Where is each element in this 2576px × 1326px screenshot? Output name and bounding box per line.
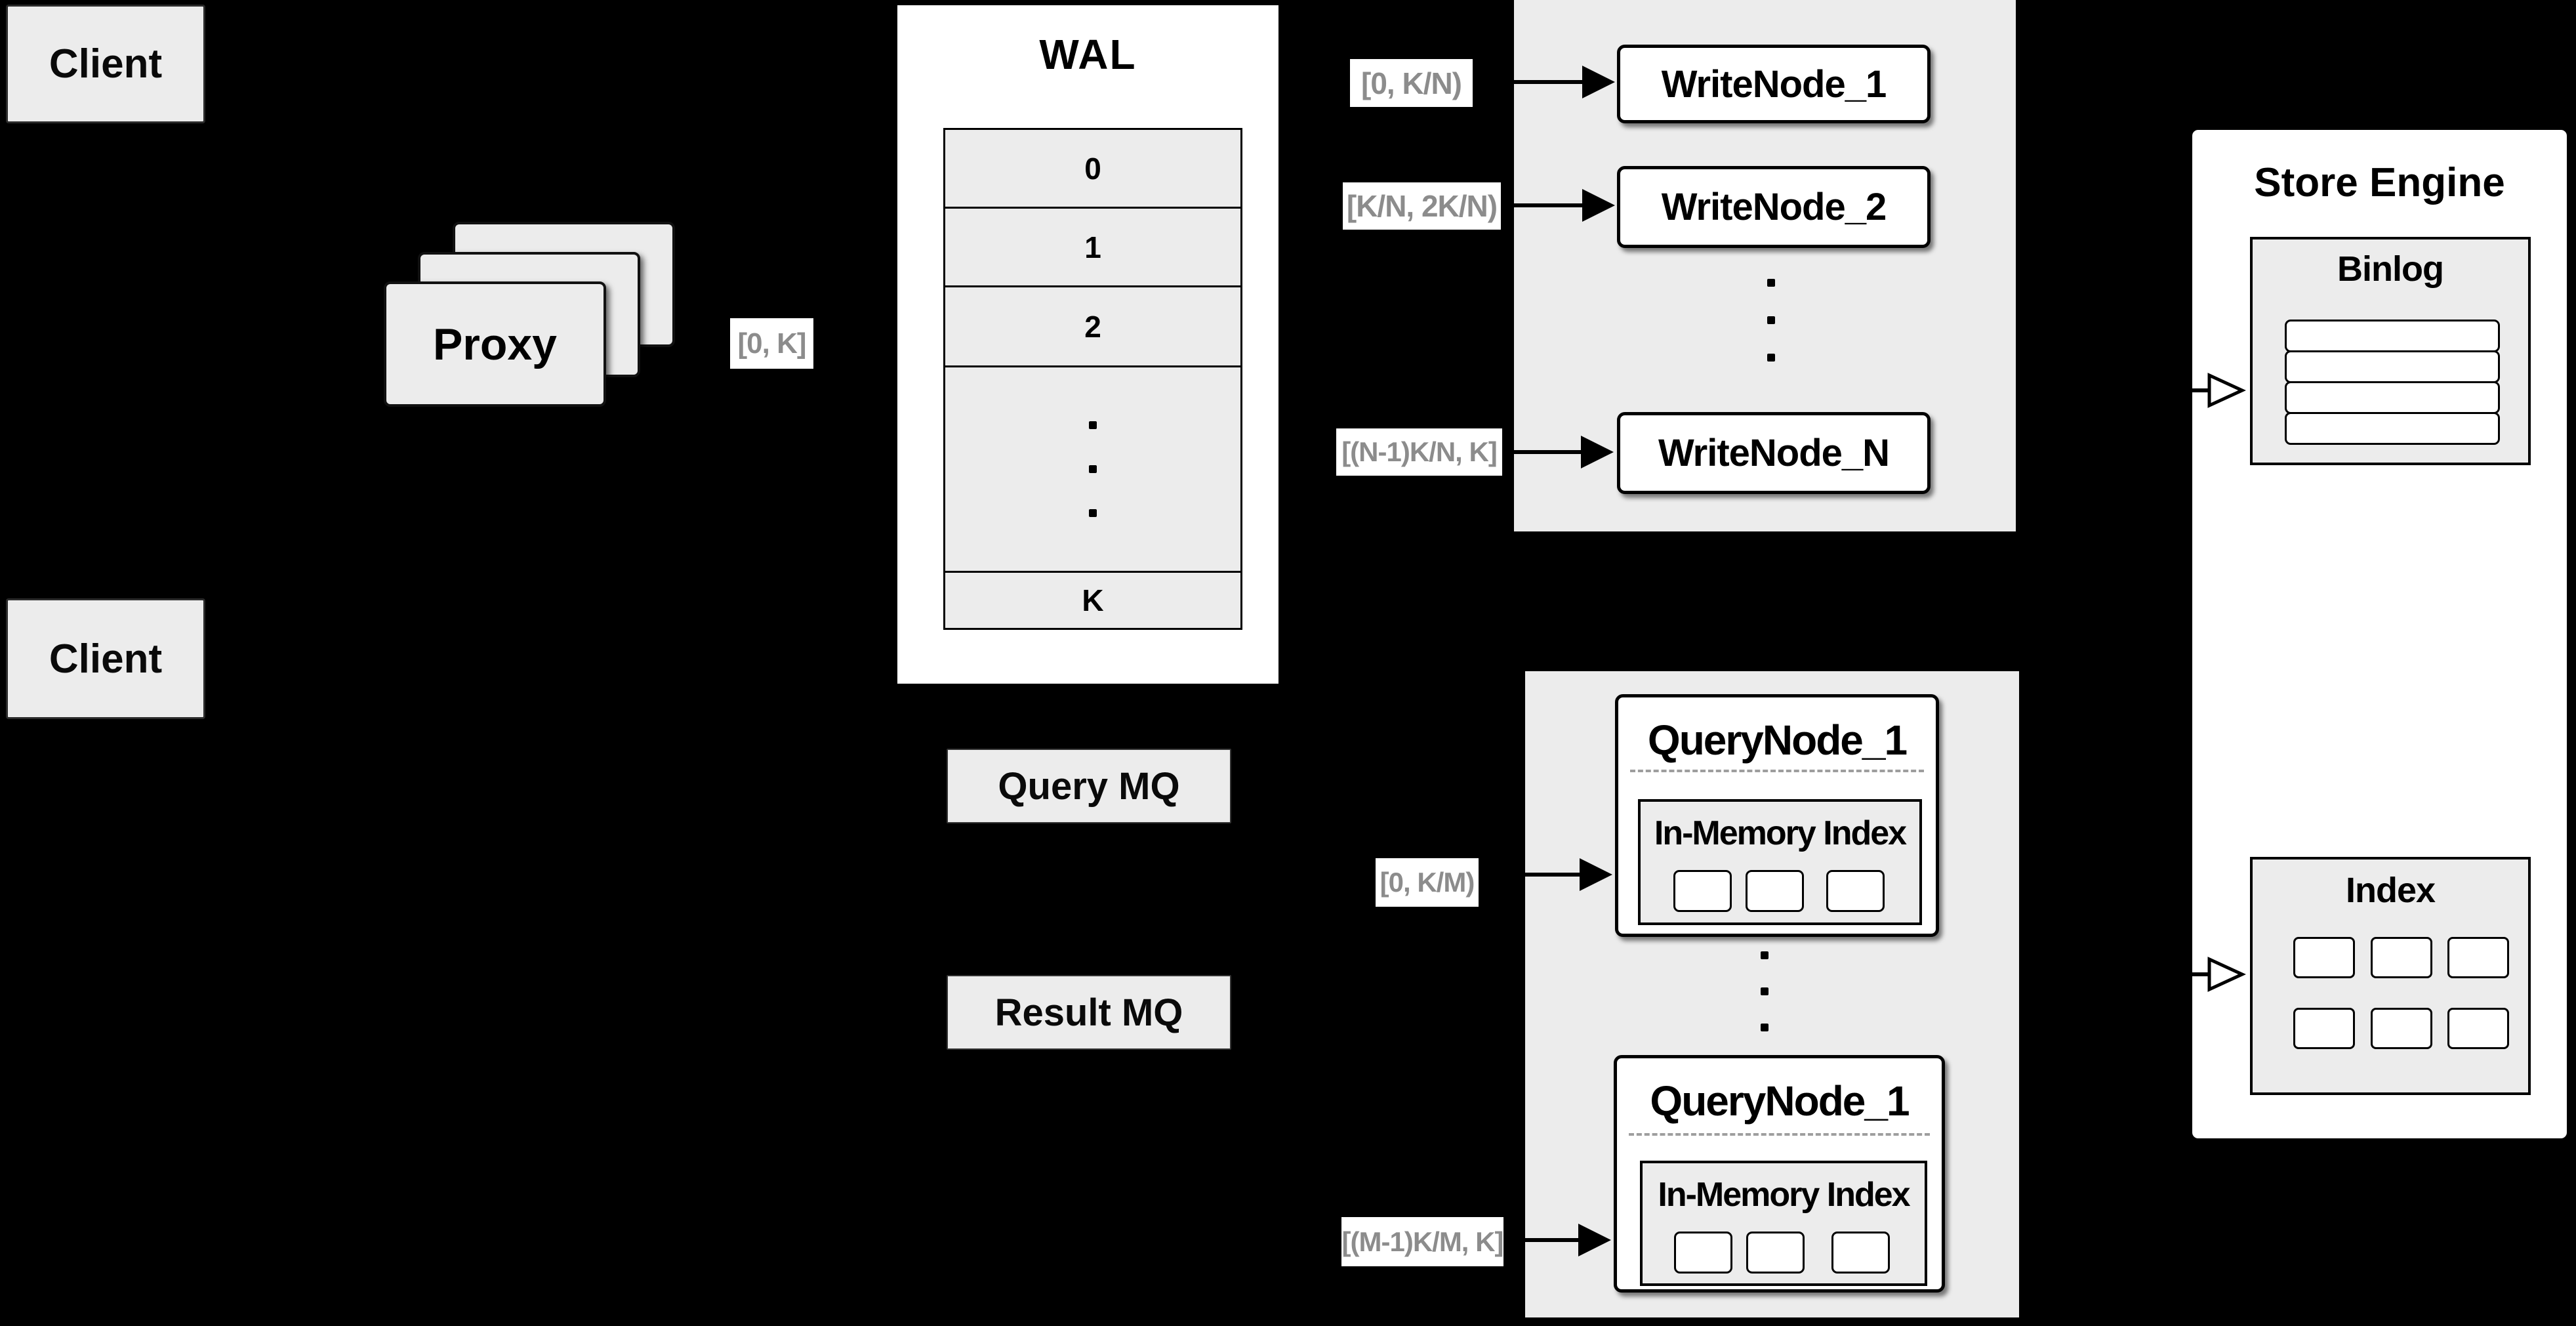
write-node-2: WriteNode_2 — [1617, 166, 1931, 248]
segment-cell — [1674, 1232, 1732, 1274]
wal-row-2: 2 — [945, 285, 1240, 365]
segment-cell — [1826, 870, 1885, 912]
proxy-label: Proxy — [433, 319, 557, 369]
segment-cell — [1673, 870, 1732, 912]
wal-row-2-label: 2 — [1084, 309, 1101, 344]
range-chip-proxy-wal: [0, K] — [730, 318, 813, 369]
wal-table: 0 1 2 K — [943, 128, 1242, 630]
wal-row-1: 1 — [945, 207, 1240, 285]
range-chip-queryM-text: [(M-1)K/M, K] — [1341, 1226, 1504, 1257]
index-title: Index — [2345, 871, 2436, 910]
range-chip-proxy-wal-text: [0, K] — [737, 327, 807, 360]
in-memory-index-top: In-Memory Index — [1638, 799, 1922, 925]
result-mq-label: Result MQ — [994, 991, 1183, 1034]
segment-cell — [1831, 1232, 1890, 1274]
write-node-1-label: WriteNode_1 — [1661, 62, 1887, 106]
binlog-row — [2285, 412, 2500, 445]
range-chip-writeN: [(N-1)K/N, K] — [1336, 428, 1502, 476]
ellipsis-dots-icon — [1089, 421, 1097, 517]
in-memory-index-bottom-title: In-Memory Index — [1658, 1176, 1910, 1214]
range-chip-query1-text: [0, K/M) — [1380, 867, 1475, 898]
binlog-box: Binlog — [2250, 237, 2531, 465]
query-mq-label: Query MQ — [998, 764, 1180, 808]
query-nodes-ellipsis-icon — [1761, 951, 1768, 1031]
index-cell — [2447, 937, 2509, 978]
wal-row-0: 0 — [945, 130, 1240, 207]
query-node-top-title: QueryNode_1 — [1647, 716, 1908, 764]
result-mq-box: Result MQ — [947, 975, 1231, 1050]
range-chip-write2: [K/N, 2K/N) — [1343, 182, 1501, 230]
wal-title: WAL — [1039, 31, 1137, 78]
wal-box: WAL 0 1 2 K — [895, 3, 1280, 686]
range-chip-writeN-text: [(N-1)K/N, K] — [1341, 436, 1498, 467]
wal-row-k: K — [945, 571, 1240, 628]
wal-row-1-label: 1 — [1084, 230, 1101, 264]
range-chip-query1: [0, K/M) — [1376, 858, 1479, 907]
binlog-title: Binlog — [2337, 249, 2444, 289]
index-cell — [2371, 1008, 2432, 1049]
client-box-bottom: Client — [6, 598, 205, 719]
write-node-2-label: WriteNode_2 — [1661, 186, 1887, 228]
proxy-box-front: Proxy — [384, 281, 606, 407]
write-node-n-label: WriteNode_N — [1658, 432, 1890, 474]
client-top-label: Client — [49, 41, 163, 87]
client-box-top: Client — [6, 5, 205, 123]
dashed-divider — [1630, 770, 1924, 772]
range-chip-write1: [0, K/N) — [1350, 59, 1473, 107]
wal-row-ellipsis — [945, 365, 1240, 571]
range-chip-write1-text: [0, K/N) — [1361, 66, 1462, 100]
binlog-row — [2285, 350, 2500, 383]
binlog-row — [2285, 381, 2500, 414]
client-bottom-label: Client — [49, 636, 163, 682]
dashed-divider — [1629, 1133, 1930, 1136]
in-memory-index-bottom: In-Memory Index — [1640, 1161, 1927, 1286]
in-memory-index-top-title: In-Memory Index — [1654, 814, 1907, 852]
write-nodes-ellipsis-icon — [1767, 279, 1775, 362]
segment-cell — [1746, 1232, 1805, 1274]
write-node-1: WriteNode_1 — [1617, 45, 1931, 123]
index-cell — [2293, 937, 2355, 978]
index-cell — [2293, 1008, 2355, 1049]
wal-row-k-label: K — [1082, 583, 1104, 617]
range-chip-write2-text: [K/N, 2K/N) — [1346, 189, 1498, 223]
store-engine-title: Store Engine — [2254, 160, 2505, 205]
binlog-row — [2285, 320, 2500, 352]
store-engine-box: Store Engine Binlog Index — [2189, 127, 2570, 1142]
wal-row-0-label: 0 — [1084, 151, 1101, 186]
query-node-bottom-title: QueryNode_1 — [1650, 1077, 1910, 1125]
index-cell — [2371, 937, 2432, 978]
query-node-top: QueryNode_1 In-Memory Index — [1615, 694, 1939, 937]
write-node-n: WriteNode_N — [1617, 412, 1931, 494]
query-node-bottom: QueryNode_1 In-Memory Index — [1614, 1055, 1945, 1293]
index-box: Index — [2250, 857, 2531, 1095]
range-chip-queryM: [(M-1)K/M, K] — [1341, 1217, 1503, 1266]
segment-cell — [1746, 870, 1804, 912]
query-mq-box: Query MQ — [947, 749, 1231, 823]
index-cell — [2447, 1008, 2509, 1049]
